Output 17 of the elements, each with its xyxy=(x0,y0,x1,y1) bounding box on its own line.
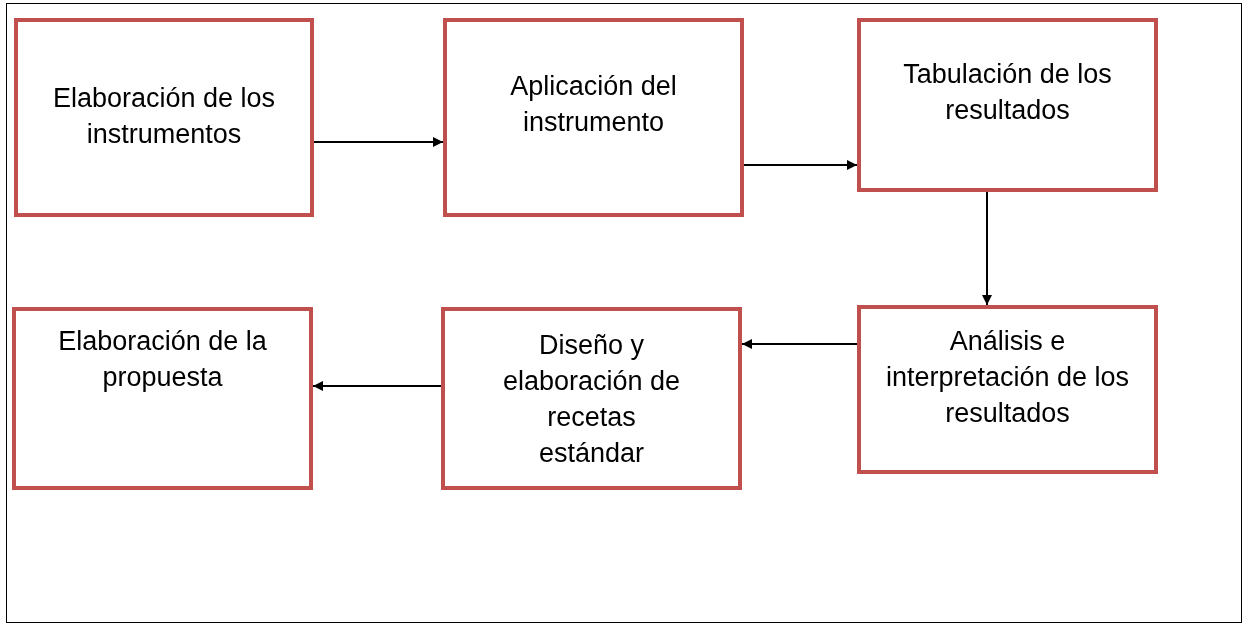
step-text: Diseño y elaboración de recetas estándar xyxy=(501,329,682,470)
arrow xyxy=(743,160,858,170)
step-text: Elaboración de la propuesta xyxy=(57,325,268,394)
step-text: Elaboración de los instrumentos xyxy=(51,82,277,151)
process-box xyxy=(443,18,744,217)
arrow xyxy=(982,191,992,306)
arrow xyxy=(741,339,858,349)
process-box xyxy=(857,305,1158,474)
arrow xyxy=(312,381,442,391)
step-text: Aplicación del instrumento xyxy=(509,70,678,139)
arrow xyxy=(313,137,444,147)
step-text: Tabulación de los resultados xyxy=(902,58,1113,127)
step-text: Análisis e interpretación de los resultados xyxy=(884,325,1131,430)
process-box xyxy=(857,18,1158,192)
process-box xyxy=(14,18,314,217)
process-box xyxy=(12,307,313,490)
process-box xyxy=(441,307,742,490)
